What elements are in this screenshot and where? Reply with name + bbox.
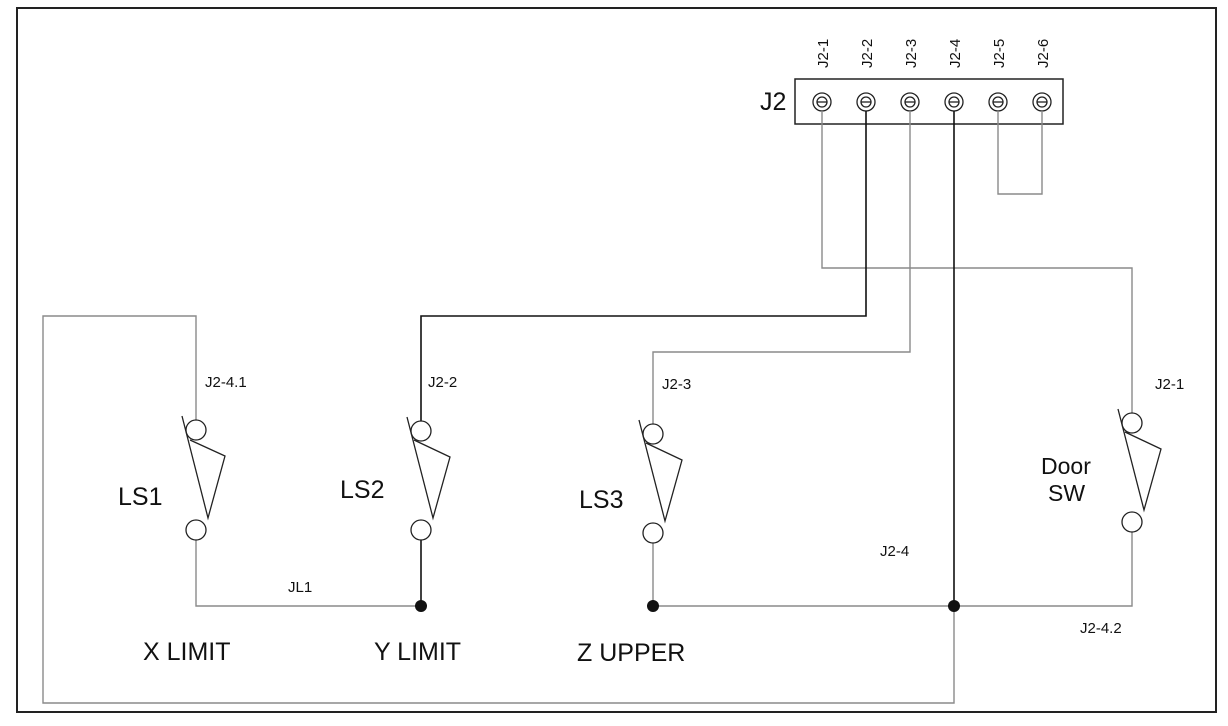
- diagram-frame: [16, 7, 1217, 713]
- limit-switch-ls1: LS1 J2-4.1 X LIMIT: [118, 374, 247, 666]
- limit-switch-ls2: LS2 J2-2 Y LIMIT: [340, 374, 461, 666]
- pin-label: J2-6: [1035, 39, 1052, 68]
- switch-lever-icon: [406, 416, 451, 521]
- switch-lever-icon: [1117, 408, 1162, 513]
- wire-jl1: [195, 539, 421, 607]
- wire-j2-4-1-loop: [42, 315, 955, 704]
- connector-pin-4: J2-4: [944, 39, 964, 112]
- wire-jumper-j2-5-j2-6: [997, 111, 1043, 195]
- wire-j2-2: [420, 111, 867, 422]
- wire-j2-1: [821, 111, 1133, 418]
- junction-dot-y-limit: [415, 600, 427, 612]
- ls2-label: LS2: [340, 476, 384, 504]
- switch-contact-top-icon: [410, 420, 432, 442]
- connector-body: [794, 78, 1064, 125]
- ls1-wire-label: J2-4.1: [205, 374, 247, 391]
- pin-label: J2-3: [903, 39, 920, 68]
- switch-lever-icon: [181, 415, 226, 521]
- connector-pin-2: J2-2: [856, 39, 876, 112]
- switch-lever-icon: [638, 419, 683, 524]
- door-label-line1: Door: [1041, 453, 1091, 479]
- switch-contact-bottom-icon: [185, 519, 207, 541]
- pin-label: J2-5: [991, 39, 1008, 68]
- connector-j2: J2 J2-1 J2-2 J2-3 J2-4: [760, 39, 1064, 125]
- ls3-wire-label: J2-3: [662, 376, 691, 393]
- ls2-wire-label: J2-2: [428, 374, 457, 391]
- junction-dot-z-upper: [647, 600, 659, 612]
- connector-pin-1: J2-1: [812, 39, 832, 112]
- junction-dot-j2-4: [948, 600, 960, 612]
- switch-contact-bottom-icon: [1121, 511, 1143, 533]
- pin-label: J2-4: [947, 39, 964, 68]
- limit-switch-ls3: LS3 J2-3 Z UPPER: [577, 376, 691, 667]
- switch-contact-top-icon: [185, 419, 207, 441]
- wire-label-j2-4: J2-4: [880, 543, 909, 560]
- wire-j2-3: [652, 111, 911, 426]
- wire-label-j2-4-2: J2-4.2: [1080, 620, 1122, 637]
- switch-contact-top-icon: [642, 423, 664, 445]
- connector-pin-5: J2-5: [988, 39, 1008, 112]
- pin-label: J2-2: [859, 39, 876, 68]
- door-switch: Door SW J2-1: [1041, 376, 1184, 533]
- connector-pin-3: J2-3: [900, 39, 920, 112]
- connector-label: J2: [760, 88, 786, 116]
- ls1-label: LS1: [118, 483, 162, 511]
- wire-j2-4-2: [954, 532, 1133, 607]
- wire-label-jl1: JL1: [288, 579, 312, 596]
- switch-contact-bottom-icon: [642, 522, 664, 544]
- pin-label: J2-1: [815, 39, 832, 68]
- ls3-label: LS3: [579, 486, 623, 514]
- switch-contact-top-icon: [1121, 412, 1143, 434]
- door-label-line2: SW: [1048, 480, 1085, 506]
- wires: [42, 111, 1133, 704]
- connector-pin-6: J2-6: [1032, 39, 1052, 112]
- ls1-function-label: X LIMIT: [143, 638, 231, 666]
- ls2-function-label: Y LIMIT: [374, 638, 461, 666]
- door-wire-label: J2-1: [1155, 376, 1184, 393]
- switch-contact-bottom-icon: [410, 519, 432, 541]
- ls3-function-label: Z UPPER: [577, 639, 685, 667]
